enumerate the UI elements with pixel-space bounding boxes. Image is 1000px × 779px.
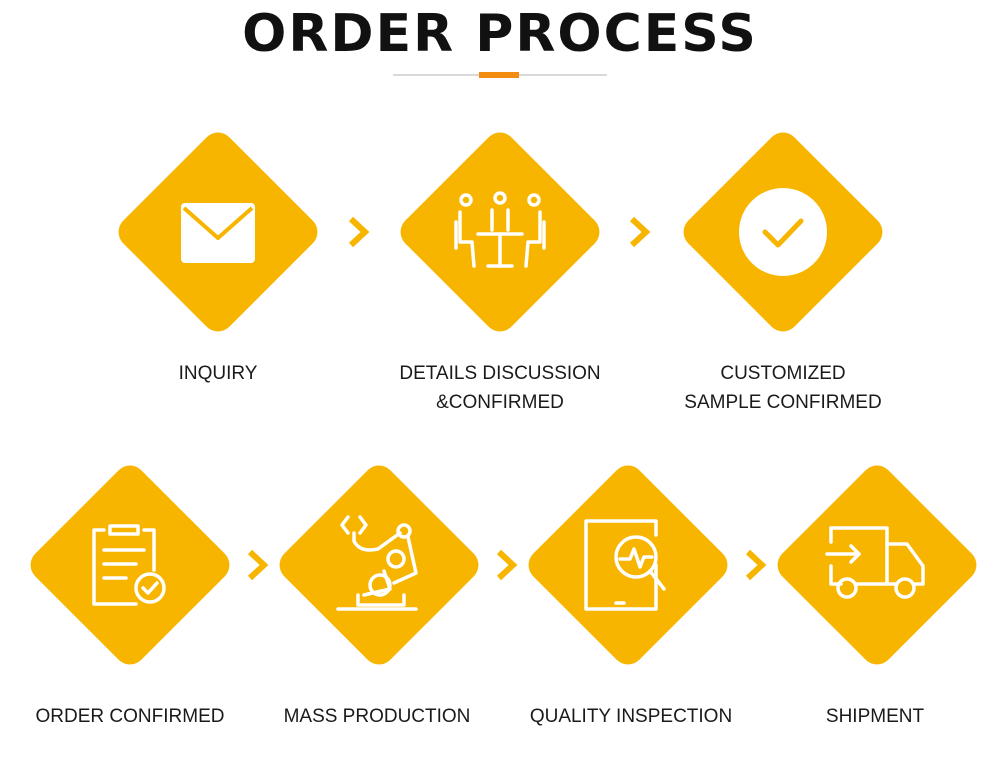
- chevron-right-icon: [629, 216, 651, 248]
- step-shipment-label: SHIPMENT: [825, 706, 925, 727]
- clipboard-check-icon: [88, 520, 172, 610]
- chevron-right-icon: [348, 216, 370, 248]
- title-underline: [393, 72, 607, 78]
- page-title: ORDER PROCESS: [242, 4, 758, 64]
- delivery-truck-icon: [825, 522, 929, 608]
- step-inquiry-label: INQUIRY: [178, 363, 258, 384]
- robot-arm-icon: [334, 513, 420, 615]
- envelope-icon: [178, 200, 258, 266]
- step-order-label: ORDER CONFIRMED: [35, 706, 225, 727]
- step-sample-label: CUSTOMIZED SAMPLE CONFIRMED: [684, 363, 882, 413]
- inspection-icon: [580, 515, 670, 613]
- step-details-label: DETAILS DISCUSSION &CONFIRMED: [399, 363, 601, 413]
- chevron-right-icon: [496, 549, 518, 581]
- step-inspection-label: QUALITY INSPECTION: [529, 706, 733, 727]
- step-production-label: MASS PRODUCTION: [283, 706, 471, 727]
- chevron-right-icon: [247, 549, 269, 581]
- title-accent-bar: [479, 72, 519, 78]
- checkmark-circle-icon: [738, 187, 828, 277]
- chevron-right-icon: [745, 549, 767, 581]
- meeting-icon: [452, 190, 548, 272]
